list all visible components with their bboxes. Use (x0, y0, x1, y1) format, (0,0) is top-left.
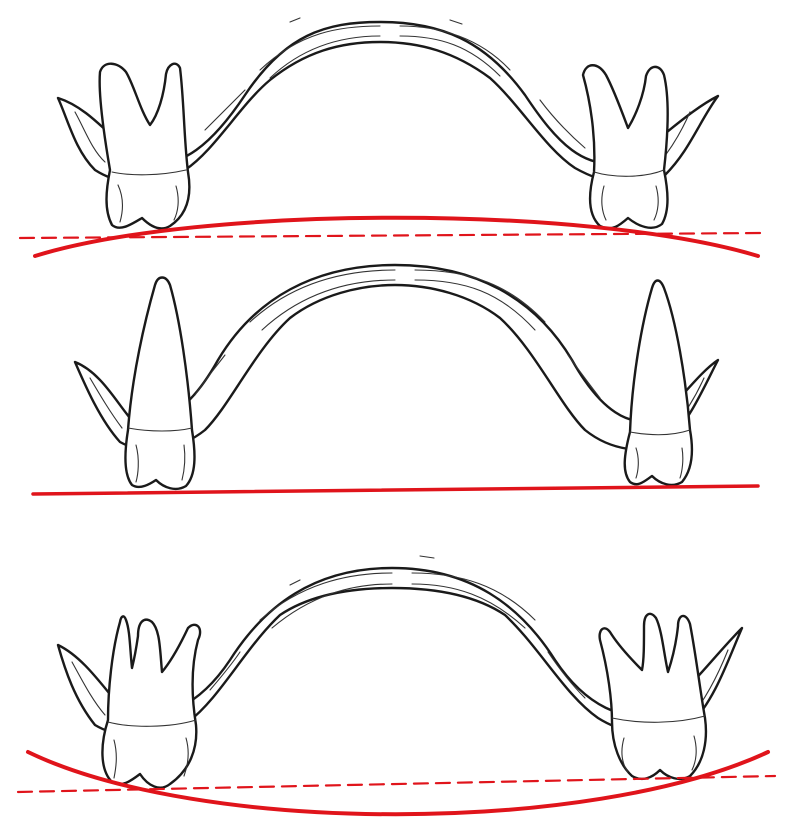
panel-middle (33, 265, 758, 494)
panel-top (20, 18, 765, 256)
tooth-left-premolar (125, 278, 194, 489)
tooth-right-molar (600, 614, 706, 779)
tooth-right-premolar (625, 281, 692, 485)
tooth-left-molar (102, 616, 200, 787)
tooth-left-molar (100, 64, 190, 229)
panel-bottom (18, 556, 775, 814)
tooth-right-molar (583, 65, 668, 228)
